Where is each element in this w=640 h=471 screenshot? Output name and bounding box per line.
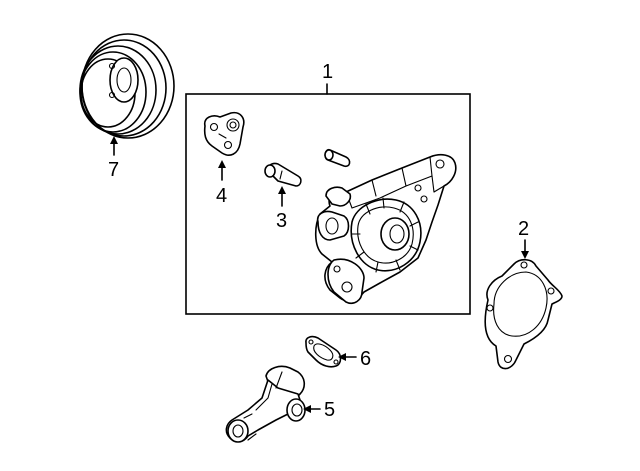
callout-3-arrow <box>278 186 286 207</box>
callout-7: 7 <box>108 159 119 181</box>
callout-6-arrow <box>338 353 357 361</box>
callout-5-arrow <box>303 405 321 413</box>
callout-4: 4 <box>216 185 227 207</box>
callout-6: 6 <box>360 348 371 370</box>
pulley-drawing <box>79 33 175 139</box>
callout-3: 3 <box>276 210 287 232</box>
water-outlet-drawing <box>225 365 306 443</box>
callout-5: 5 <box>324 399 335 421</box>
plug-drawing <box>324 148 351 168</box>
water-pump-drawing <box>314 153 457 305</box>
bracket-drawing <box>203 111 245 156</box>
callout-4-arrow <box>218 160 226 181</box>
assembly-box <box>185 93 471 315</box>
stud-drawing <box>264 162 302 187</box>
callout-2-arrow <box>521 239 529 259</box>
gasket-drawing <box>484 258 563 370</box>
callout-1: 1 <box>322 61 333 83</box>
callout-7-arrow <box>110 136 118 156</box>
outlet-gasket-drawing <box>305 335 342 368</box>
callout-2: 2 <box>518 218 529 240</box>
